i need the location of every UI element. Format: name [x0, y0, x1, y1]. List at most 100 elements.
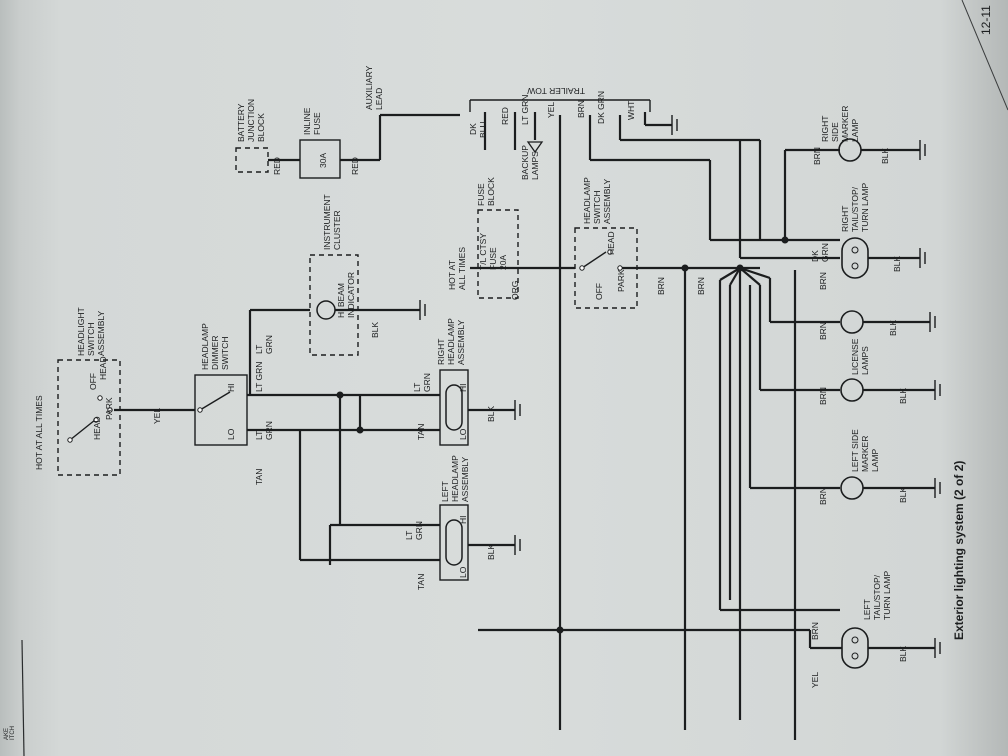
- svg-text:TAN: TAN: [254, 469, 264, 485]
- svg-text:LAMPS: LAMPS: [530, 151, 540, 180]
- svg-text:DK GRN: DK GRN: [596, 91, 606, 124]
- svg-text:MARKER: MARKER: [860, 436, 870, 472]
- svg-text:GRN: GRN: [414, 521, 424, 540]
- hi-beam-bulb-icon: [316, 300, 336, 320]
- svg-text:INDICATOR: INDICATOR: [346, 272, 356, 318]
- svg-text:LAMP: LAMP: [850, 119, 860, 142]
- right-headlamp-assembly: RIGHT HEADLAMP ASSEMBLY LO HI LT GRN TAN…: [412, 318, 521, 446]
- svg-text:BRN: BRN: [818, 272, 828, 290]
- svg-text:YEL: YEL: [546, 102, 556, 118]
- svg-text:LT GRN: LT GRN: [254, 362, 264, 392]
- svg-text:TURN LAMP: TURN LAMP: [882, 571, 892, 620]
- svg-text:TAIL/STOP/: TAIL/STOP/: [850, 186, 860, 232]
- svg-text:HEADLAMP: HEADLAMP: [582, 177, 592, 224]
- auxiliary-lead: AUXILIARY LEAD: [364, 65, 460, 117]
- svg-text:ALL TIMES: ALL TIMES: [457, 247, 467, 290]
- license-lamps: LICENSE LAMPS BRN BLK: [818, 338, 941, 405]
- svg-text:TAN: TAN: [416, 424, 426, 440]
- svg-text:BRN: BRN: [818, 487, 828, 505]
- svg-text:RIGHT: RIGHT: [840, 206, 850, 232]
- svg-text:HEADLIGHT: HEADLIGHT: [76, 307, 86, 356]
- svg-text:ORG: ORG: [510, 281, 520, 300]
- svg-text:YEL: YEL: [152, 408, 162, 424]
- svg-text:HOT AT: HOT AT: [447, 260, 457, 290]
- svg-text:HI BEAM: HI BEAM: [336, 283, 346, 318]
- svg-text:YEL: YEL: [810, 672, 820, 688]
- svg-text:HEADLAMP: HEADLAMP: [200, 323, 210, 370]
- svg-text:HEADLAMP: HEADLAMP: [450, 455, 460, 502]
- svg-text:BLK: BLK: [898, 487, 908, 503]
- margin-text-2: ITCH: [10, 726, 16, 740]
- svg-text:BRN: BRN: [818, 322, 828, 340]
- svg-text:JUNCTION: JUNCTION: [246, 99, 256, 142]
- svg-text:LEAD: LEAD: [374, 88, 384, 110]
- left-side-marker-lamp: LEFT SIDE MARKER LAMP BRN BLK: [818, 429, 941, 505]
- svg-text:HEAD: HEAD: [92, 416, 102, 440]
- marker-lamp-icon: [840, 310, 864, 334]
- svg-text:DK: DK: [810, 250, 820, 262]
- svg-text:OFF: OFF: [594, 283, 604, 300]
- svg-text:BLU: BLU: [478, 121, 488, 138]
- headlamp-wiring: [290, 391, 440, 565]
- svg-text:LAMPS: LAMPS: [860, 346, 870, 375]
- svg-text:HI: HI: [458, 516, 468, 525]
- svg-text:BLK: BLK: [892, 256, 902, 272]
- left-side-marker-icon: [840, 476, 864, 500]
- backup-lamp-diode-icon: [526, 141, 544, 154]
- svg-text:SWITCH: SWITCH: [592, 190, 602, 224]
- svg-text:BLK: BLK: [486, 544, 496, 560]
- right-side-marker-lamp: RIGHT SIDE MARKER LAMP BRN BLK: [812, 106, 926, 165]
- svg-text:LT: LT: [254, 345, 264, 354]
- svg-text:LEFT: LEFT: [440, 481, 450, 502]
- svg-text:BRN: BRN: [576, 100, 586, 118]
- svg-text:LO: LO: [458, 428, 468, 440]
- svg-text:BRN: BRN: [810, 622, 820, 640]
- svg-text:BRN: BRN: [818, 387, 828, 405]
- svg-text:LT GRN: LT GRN: [520, 95, 530, 125]
- svg-text:LAMP: LAMP: [870, 449, 880, 472]
- svg-text:CLUSTER: CLUSTER: [332, 210, 342, 250]
- svg-text:ASSEMBLY: ASSEMBLY: [96, 310, 106, 356]
- svg-text:FUSE: FUSE: [488, 247, 498, 270]
- svg-text:BLK: BLK: [898, 646, 908, 662]
- figure-caption: Exterior lighting system (2 of 2): [952, 461, 966, 640]
- marker-lamp: BRN BLK: [818, 310, 936, 340]
- svg-text:BLK: BLK: [880, 148, 890, 164]
- page-fold-line: [21, 639, 25, 756]
- right-headlamp-bulb-icon: [445, 384, 463, 431]
- svg-text:WHT: WHT: [626, 101, 636, 120]
- left-tail-stop-turn-lamp: LEFT TAIL/STOP/ TURN LAMP BRN YEL BLK: [808, 571, 941, 688]
- battery-junction-block: BATTERY JUNCTION BLOCK RED: [235, 99, 300, 175]
- svg-text:GRN: GRN: [264, 335, 274, 354]
- svg-text:RIGHT: RIGHT: [436, 339, 446, 365]
- headlamp-dimmer-switch: HEADLAMP DIMMER SWITCH LO HI LT GRN LT G…: [194, 323, 300, 485]
- svg-text:BRN: BRN: [696, 277, 706, 295]
- svg-text:HEADLAMP: HEADLAMP: [446, 318, 456, 365]
- svg-text:LO: LO: [226, 428, 236, 440]
- svg-text:BLOCK: BLOCK: [486, 177, 496, 206]
- svg-text:ASSEMBLY: ASSEMBLY: [456, 319, 466, 365]
- svg-text:HI: HI: [458, 384, 468, 393]
- svg-text:LT: LT: [254, 431, 264, 440]
- svg-text:DIMMER: DIMMER: [210, 336, 220, 370]
- hot-at-all-times-label: HOT AT ALL TIMES: [34, 395, 44, 470]
- page-number: 12-11: [979, 5, 993, 35]
- svg-text:BATTERY: BATTERY: [236, 103, 246, 142]
- left-headlamp-bulb-icon: [445, 519, 463, 566]
- svg-text:RIGHT: RIGHT: [820, 116, 830, 142]
- svg-text:HI: HI: [226, 384, 236, 393]
- svg-text:LT: LT: [412, 383, 422, 392]
- svg-text:LEFT SIDE: LEFT SIDE: [850, 429, 860, 472]
- trailer-tow-connector: TRAILER TOW DK BLU RED LT GRN BACKUP LAM…: [468, 86, 678, 180]
- svg-text:PARK: PARK: [104, 397, 114, 420]
- svg-text:BLK: BLK: [370, 322, 380, 338]
- svg-text:T/L CTSY: T/L CTSY: [478, 233, 488, 270]
- svg-text:LICENSE: LICENSE: [850, 338, 860, 375]
- svg-text:TAIL/STOP/: TAIL/STOP/: [872, 574, 882, 620]
- svg-text:HEAD: HEAD: [606, 231, 616, 255]
- svg-text:TAN: TAN: [416, 574, 426, 590]
- svg-text:FUSE: FUSE: [476, 183, 486, 206]
- svg-text:BLK: BLK: [486, 406, 496, 422]
